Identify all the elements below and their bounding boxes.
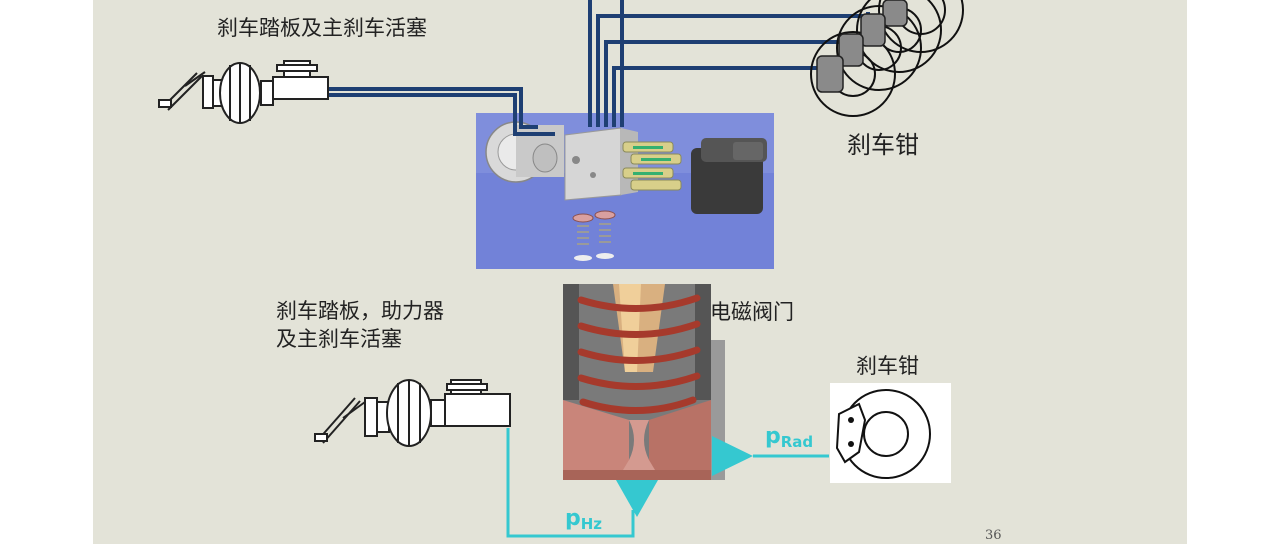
solenoid-valve-image — [563, 284, 725, 480]
abs-hydraulic-unit-image — [476, 113, 774, 269]
top-caliper-bodies — [816, 0, 908, 93]
valve-label: 电磁阀门 — [710, 300, 794, 324]
p-rad-label: pRad — [765, 424, 814, 451]
p-hz-label: pHz — [565, 506, 603, 533]
bottom-brake-caliper — [830, 383, 951, 483]
top-pedal-assembly — [158, 60, 329, 124]
bottom-pedal-assembly — [314, 379, 511, 447]
p-hz-sub: Hz — [580, 515, 603, 533]
bottom-pedal-label-line1: 刹车踏板，助力器 — [276, 299, 444, 323]
top-pedal-label: 刹车踏板及主刹车活塞 — [217, 16, 427, 40]
slide: 刹车踏板及主刹车活塞 刹车钳 刹车踏板，助力器 及主刹车活塞 电磁阀门 刹车钳 … — [93, 0, 1187, 544]
p-rad-main: p — [765, 424, 781, 449]
p-rad-sub: Rad — [780, 433, 814, 451]
pressure-triangles — [616, 436, 753, 517]
page-number: 36 — [985, 528, 1002, 543]
p-hz-main: p — [565, 506, 581, 531]
top-caliper-label: 刹车钳 — [847, 131, 919, 159]
diagram-graphics — [158, 0, 964, 538]
bottom-pedal-label-line2: 及主刹车活塞 — [276, 327, 402, 351]
bottom-caliper-label: 刹车钳 — [856, 354, 919, 378]
hydraulic-lines — [506, 428, 829, 538]
